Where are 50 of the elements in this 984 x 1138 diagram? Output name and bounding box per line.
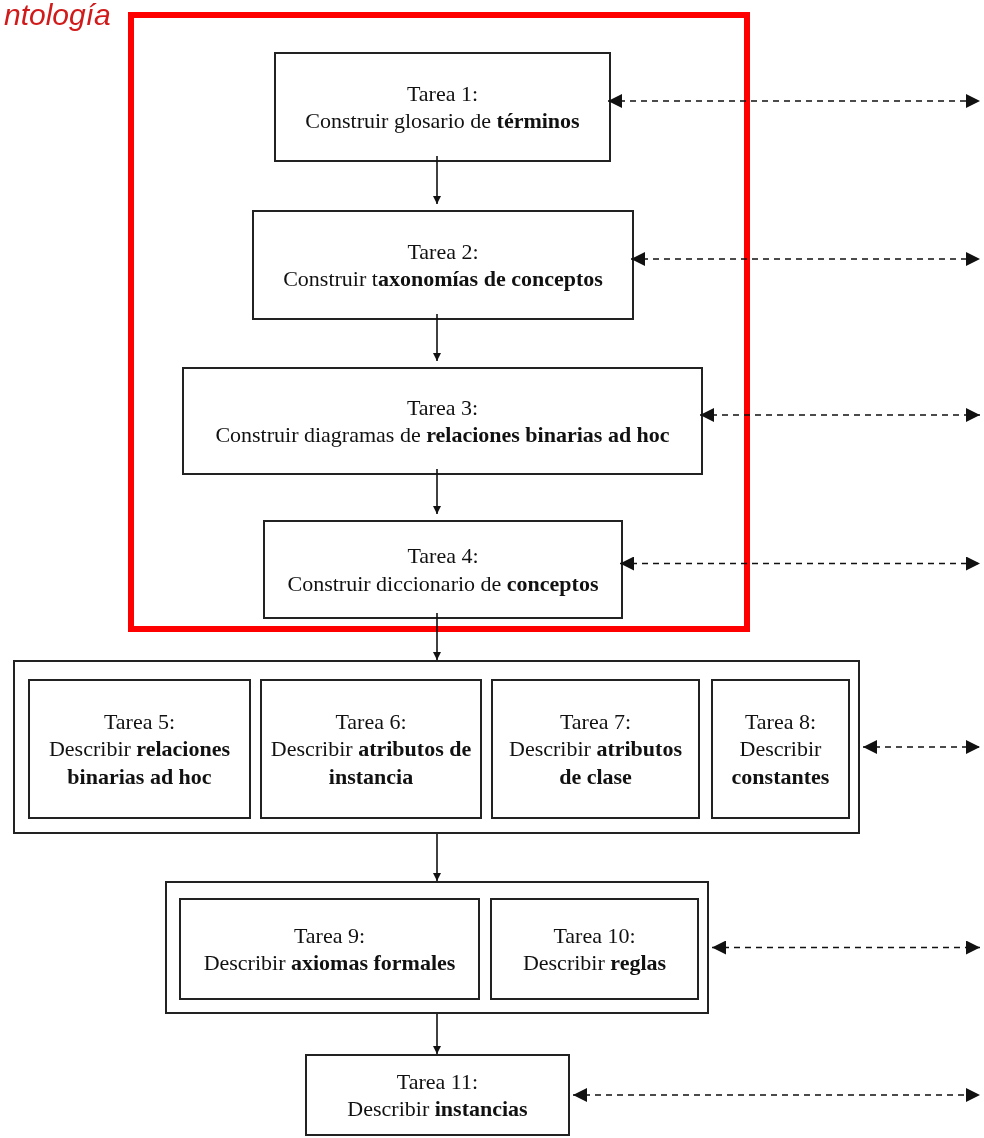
task-title: Tarea 8: <box>744 707 817 736</box>
task-box <box>28 679 251 819</box>
task-box <box>252 210 634 320</box>
task-description: Describir axiomas formales <box>203 949 456 977</box>
arrow <box>433 833 441 882</box>
arrow <box>433 313 441 362</box>
group-frame <box>165 881 709 1014</box>
task-description: Describir atributos de clase <box>508 735 683 791</box>
arrow <box>433 612 441 661</box>
arrow <box>433 468 441 515</box>
task-description: Construir glosario de términos <box>305 107 580 135</box>
task-box <box>260 679 482 819</box>
dashed-arrow <box>619 556 981 571</box>
dashed-arrow <box>607 94 981 108</box>
task-title: Tarea 2: <box>407 237 479 265</box>
task-description: Describir atributos de instancia <box>269 735 473 791</box>
task-title: Tarea 10: <box>553 921 636 949</box>
arrow <box>433 155 441 205</box>
dashed-arrow <box>862 740 981 754</box>
task-title: Tarea 7: <box>559 707 632 736</box>
task-title: Tarea 11: <box>396 1067 479 1095</box>
dashed-arrow <box>699 408 981 422</box>
dashed-arrow <box>711 940 981 955</box>
task-description: Construir diccionario de conceptos <box>287 569 599 597</box>
arrow <box>433 1013 441 1055</box>
task-description: Describir relaciones binarias ad hoc <box>47 735 231 791</box>
group-frame <box>13 660 860 834</box>
dashed-arrow <box>630 252 981 266</box>
task-box <box>182 367 703 475</box>
task-title: Tarea 4: <box>407 542 479 570</box>
task-description: Describir constantes <box>730 735 831 791</box>
task-description: Describir instancias <box>347 1095 528 1123</box>
task-description: Construir taxonomías de conceptos <box>283 265 603 293</box>
task-box <box>263 520 623 619</box>
dashed-arrow <box>572 1088 981 1102</box>
highlight-group-frame <box>128 12 750 632</box>
task-box <box>491 679 700 819</box>
task-box <box>305 1054 570 1136</box>
task-title: Tarea 1: <box>406 79 479 107</box>
task-title: Tarea 3: <box>406 393 479 421</box>
task-box <box>490 898 699 1000</box>
task-description: Construir diagramas de relaciones binarias ad hoc <box>215 421 670 449</box>
task-title: Tarea 9: <box>293 921 366 949</box>
task-title: Tarea 6: <box>335 707 407 736</box>
task-title: Tarea 5: <box>103 707 176 736</box>
task-box <box>274 52 611 162</box>
task-box <box>711 679 850 819</box>
task-description: Describir reglas <box>522 949 667 977</box>
diagram-title: ntología <box>4 0 111 30</box>
task-box <box>179 898 480 1000</box>
